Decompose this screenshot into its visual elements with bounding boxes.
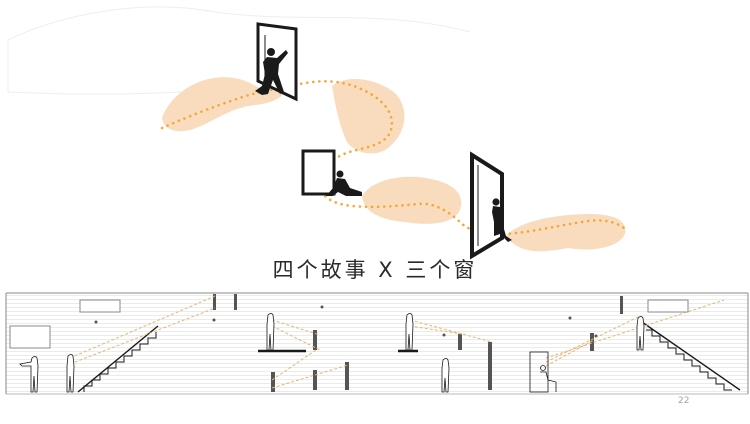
sight-lines (69, 295, 725, 389)
blob-right (332, 79, 405, 154)
story-path-blobs (162, 77, 626, 252)
stairs-left (77, 325, 159, 393)
stairs-right (641, 321, 741, 391)
section-seated-area (529, 351, 557, 393)
blob-middle (362, 176, 462, 224)
blob-bottom-right (506, 214, 626, 252)
section-figures (19, 313, 645, 393)
figure-pushing (255, 48, 288, 95)
page-number: 22 (678, 396, 690, 406)
figure-leaning (492, 198, 512, 242)
blob-left (162, 77, 285, 132)
section-band (5, 292, 749, 395)
window-right (470, 151, 504, 260)
figure-sitting (326, 170, 362, 196)
window-middle (301, 149, 336, 196)
diagram-title: 四个故事 X 三个窗 (272, 258, 478, 282)
